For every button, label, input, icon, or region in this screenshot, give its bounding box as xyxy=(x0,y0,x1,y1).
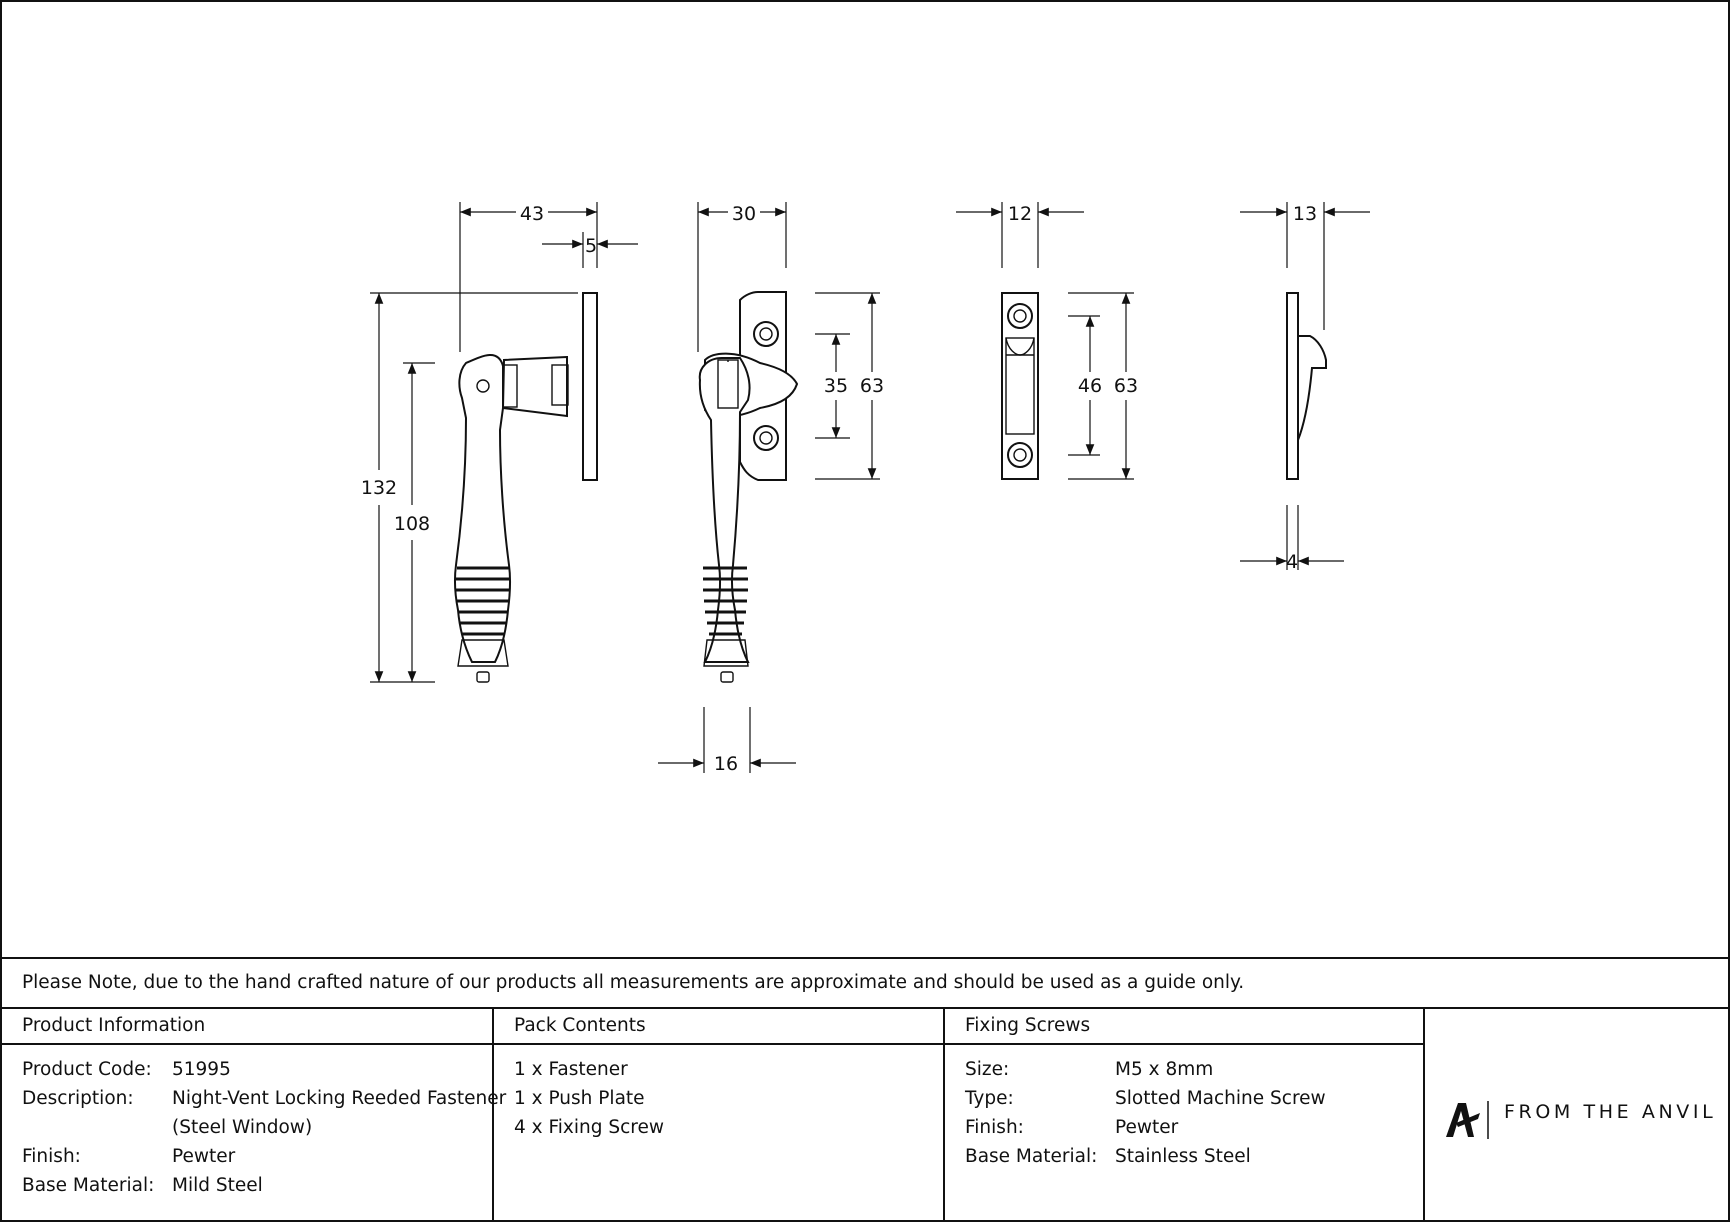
pack-item: 1 x Push Plate xyxy=(514,1088,645,1109)
product-information-panel: Product Information Product Code: 51995 … xyxy=(2,1009,506,1220)
dim-keep-height: 63 xyxy=(1114,375,1138,397)
finish-label: Finish: xyxy=(22,1146,81,1167)
screw-type-label: Type: xyxy=(965,1088,1014,1109)
description-value-2: (Steel Window) xyxy=(172,1117,313,1138)
fixing-screws-heading: Fixing Screws xyxy=(965,1015,1091,1036)
product-information-heading: Product Information xyxy=(22,1015,206,1036)
technical-drawing: 43 5 132 108 30 35 63 16 12 46 63 13 4 xyxy=(361,202,1370,775)
dim-keep-width: 12 xyxy=(1008,203,1032,225)
product-code-value: 51995 xyxy=(172,1059,231,1080)
base-material-label: Base Material: xyxy=(22,1175,155,1196)
screw-size-value: M5 x 8mm xyxy=(1115,1059,1214,1080)
dim-hole-spacing: 35 xyxy=(824,375,848,397)
screw-finish-label: Finish: xyxy=(965,1117,1024,1138)
anvil-a-logo-icon xyxy=(1446,1101,1489,1139)
brand-block: FROM THE ANVIL xyxy=(1424,1009,1728,1220)
screw-finish-value: Pewter xyxy=(1115,1117,1179,1138)
description-value: Night-Vent Locking Reeded Fastener xyxy=(172,1088,507,1109)
fastener-side-view xyxy=(453,292,598,683)
fixing-screws-panel: Fixing Screws Size: M5 x 8mm Type: Slott… xyxy=(945,1009,1424,1220)
keep-side-view xyxy=(1286,292,1327,480)
column-divider xyxy=(943,1009,945,1220)
finish-value: Pewter xyxy=(172,1146,236,1167)
dim-plate-thickness: 5 xyxy=(585,235,597,257)
screw-material-label: Base Material: xyxy=(965,1146,1098,1167)
dim-total-height: 132 xyxy=(361,477,397,499)
column-divider xyxy=(1423,1009,1425,1220)
pack-item: 4 x Fixing Screw xyxy=(514,1117,664,1138)
fastener-front-view xyxy=(698,291,799,683)
screw-material-value: Stainless Steel xyxy=(1115,1146,1251,1167)
brand-name: FROM THE ANVIL xyxy=(1504,1101,1717,1123)
pack-contents-panel: Pack Contents 1 x Fastener 1 x Push Plat… xyxy=(494,1009,944,1220)
dim-keep-thickness: 4 xyxy=(1286,551,1298,573)
dim-handle-height: 108 xyxy=(394,513,430,535)
dim-side-width: 43 xyxy=(520,203,544,225)
dim-grip-width: 16 xyxy=(714,753,738,775)
dim-keep-depth: 13 xyxy=(1293,203,1317,225)
measurement-note: Please Note, due to the hand crafted nat… xyxy=(2,957,1728,1009)
dim-front-width: 30 xyxy=(732,203,756,225)
column-divider xyxy=(492,1009,494,1220)
screw-type-value: Slotted Machine Screw xyxy=(1115,1088,1326,1109)
screw-size-label: Size: xyxy=(965,1059,1010,1080)
pack-item: 1 x Fastener xyxy=(514,1059,628,1080)
product-code-label: Product Code: xyxy=(22,1059,152,1080)
dim-plate-height: 63 xyxy=(860,375,884,397)
dim-keep-hole-spacing: 46 xyxy=(1078,375,1102,397)
description-label: Description: xyxy=(22,1088,134,1109)
note-text: Please Note, due to the hand crafted nat… xyxy=(22,972,1245,993)
dimension-lines xyxy=(370,202,1370,773)
keep-front-view xyxy=(1001,292,1039,480)
pack-contents-heading: Pack Contents xyxy=(514,1015,646,1036)
base-material-value: Mild Steel xyxy=(172,1175,263,1196)
